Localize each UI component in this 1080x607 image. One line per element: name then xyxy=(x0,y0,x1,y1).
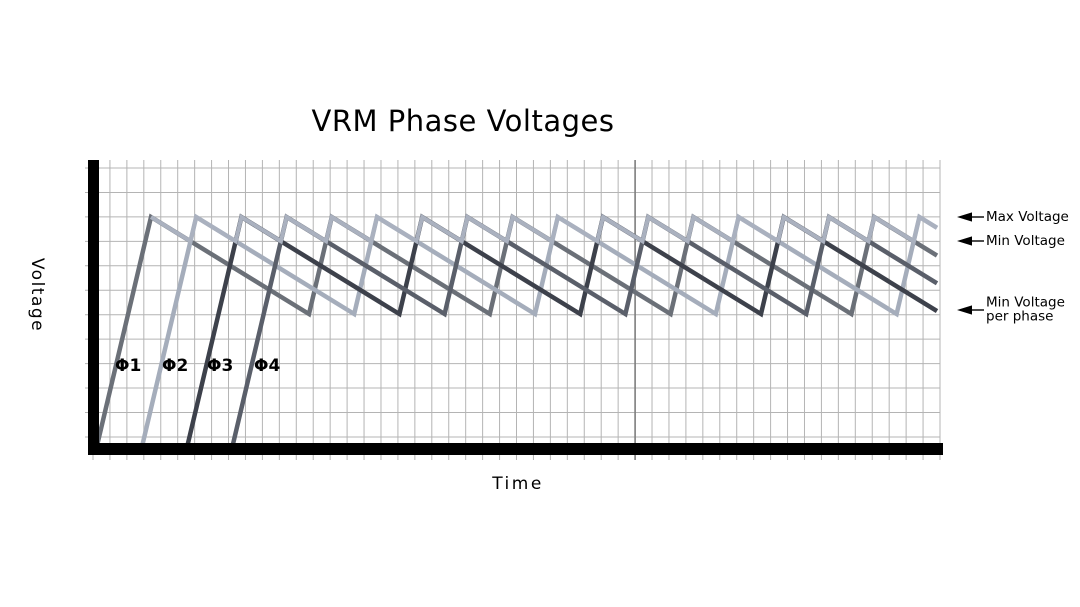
annotation-min-voltage-per-phase-text-line2: per phase xyxy=(986,309,1054,325)
annotation-arrow-min-voltage xyxy=(957,236,984,246)
annotation-max-voltage-text: Max Voltage xyxy=(986,208,1069,225)
output-envelope-wave xyxy=(149,213,939,245)
annotation-min-voltage: Min Voltage xyxy=(986,232,1065,249)
grid xyxy=(85,160,941,460)
page-title: VRM Phase Voltages xyxy=(311,104,615,138)
annotation-min-voltage-text: Min Voltage xyxy=(986,232,1065,249)
phase-wave-3 xyxy=(184,213,939,451)
axes xyxy=(88,160,943,455)
annotation-arrow-min-voltage-per-phase xyxy=(957,305,984,315)
annotation-min-voltage-per-phase-text-line1: Min Voltage xyxy=(986,294,1065,311)
phase-wave-4 xyxy=(229,213,939,451)
phase-label-phi1: Φ1 xyxy=(115,356,142,376)
phase-label-phi2: Φ2 xyxy=(162,356,189,376)
y-axis-label: Voltage xyxy=(27,257,47,333)
phase-label-phi3: Φ3 xyxy=(207,356,234,376)
annotation-max-voltage: Max Voltage xyxy=(986,208,1069,225)
phase-label-phi4: Φ4 xyxy=(254,356,281,376)
x-axis-label: Time xyxy=(492,474,544,494)
annotation-min-voltage-per-phase: Min Voltage per phase xyxy=(986,294,1065,325)
annotation-arrow-max-voltage xyxy=(957,212,984,222)
